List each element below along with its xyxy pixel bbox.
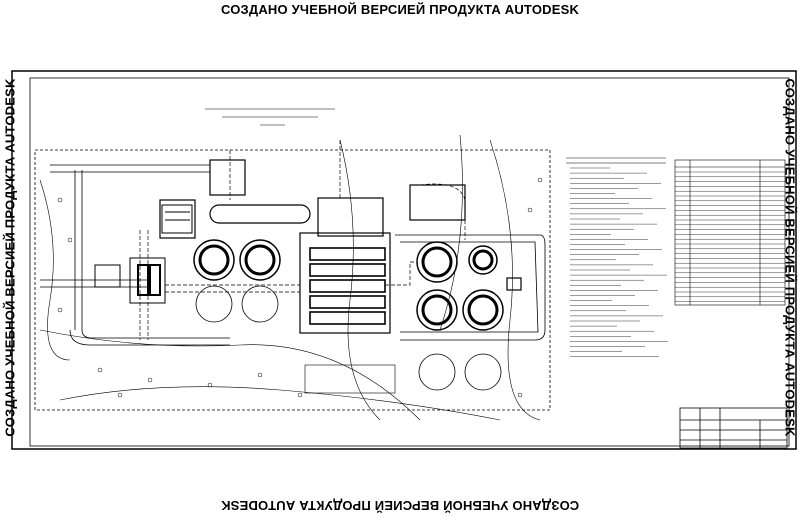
- inlet-structures: [94, 204, 193, 304]
- buildings: [159, 159, 522, 394]
- watermark-top: СОЗДАНО УЧЕБНОЙ ВЕРСИЕЙ ПРОДУКТА AUTODES…: [220, 2, 580, 17]
- contour-lines: [39, 134, 541, 421]
- site-boundary: [34, 149, 551, 411]
- inner-frame: [29, 77, 790, 447]
- clarifier-tanks: [193, 239, 504, 331]
- site-roads: [40, 164, 546, 346]
- empty-tanks: [195, 285, 502, 391]
- aeration-tanks: [309, 247, 386, 325]
- pipelines: [139, 140, 466, 340]
- plan-title: [205, 108, 335, 126]
- explication-table: [566, 157, 668, 357]
- trees: [57, 177, 543, 398]
- sheet-frame: [11, 70, 797, 450]
- title-stamp: [679, 407, 788, 449]
- equipment-table: [674, 159, 786, 306]
